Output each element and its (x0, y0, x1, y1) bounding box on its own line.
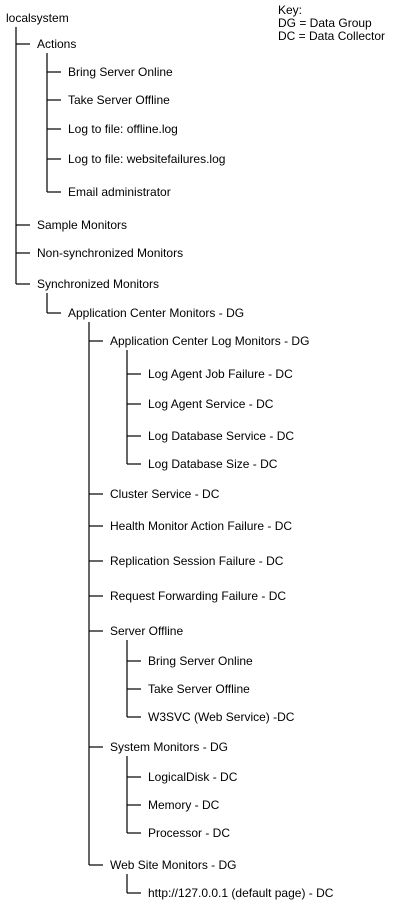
tree-node-take-server-offline: Take Server Offline (148, 682, 250, 696)
tree-node-system-monitors-dg: System Monitors - DG (110, 740, 229, 754)
tree-node-sample-monitors: Sample Monitors (37, 218, 128, 232)
tree-node-memory-dc: Memory - DC (148, 798, 220, 812)
tree-node-log-agent-job-failure-dc: Log Agent Job Failure - DC (148, 367, 293, 381)
tree-node-replication-session-failure-dc: Replication Session Failure - DC (110, 554, 284, 568)
tree-node-http-127-0-0-1-default-page-dc: http://127.0.0.1 (default page) - DC (148, 886, 334, 900)
tree-node-request-forwarding-failure-dc: Request Forwarding Failure - DC (110, 589, 287, 603)
tree-node-log-database-service-dc: Log Database Service - DC (148, 429, 295, 443)
tree-node-email-administrator: Email administrator (68, 185, 171, 199)
tree-node-synchronized-monitors: Synchronized Monitors (37, 277, 160, 291)
tree-node-bring-server-online: Bring Server Online (68, 65, 173, 79)
key-dc: DC = Data Collector (278, 29, 386, 43)
tree-node-logicaldisk-dc: LogicalDisk - DC (148, 770, 238, 784)
tree-node-actions: Actions (37, 37, 77, 51)
diagram-key: Key: DG = Data Group DC = Data Collector (278, 4, 385, 43)
tree-node-web-site-monitors-dg: Web Site Monitors - DG (110, 858, 237, 872)
tree-node-log-to-file-websitefailures-log: Log to file: websitefailures.log (68, 152, 226, 166)
tree-node-log-agent-service-dc: Log Agent Service - DC (148, 397, 274, 411)
key-title: Key: (278, 3, 303, 17)
tree-node-w3svc-web-service-dc: W3SVC (Web Service) -DC (148, 710, 295, 724)
tree-node-non-synchronized-monitors: Non-synchronized Monitors (37, 246, 184, 260)
tree-node-application-center-monitors-dg: Application Center Monitors - DG (68, 306, 245, 320)
tree-node-server-offline: Server Offline (110, 624, 184, 638)
tree-node-take-server-offline: Take Server Offline (68, 93, 170, 107)
tree-node-bring-server-online: Bring Server Online (148, 654, 253, 668)
key-dg: DG = Data Group (278, 16, 372, 30)
tree-node-localsystem: localsystem (6, 11, 69, 25)
tree-node-processor-dc: Processor - DC (148, 826, 231, 840)
tree-node-log-to-file-offline-log: Log to file: offline.log (68, 122, 178, 136)
tree-node-log-database-size-dc: Log Database Size - DC (148, 457, 278, 471)
tree-node-cluster-service-dc: Cluster Service - DC (110, 487, 220, 501)
tree-node-application-center-log-monitors-dg: Application Center Log Monitors - DG (110, 334, 310, 348)
tree-node-health-monitor-action-failure-dc: Health Monitor Action Failure - DC (110, 519, 293, 533)
